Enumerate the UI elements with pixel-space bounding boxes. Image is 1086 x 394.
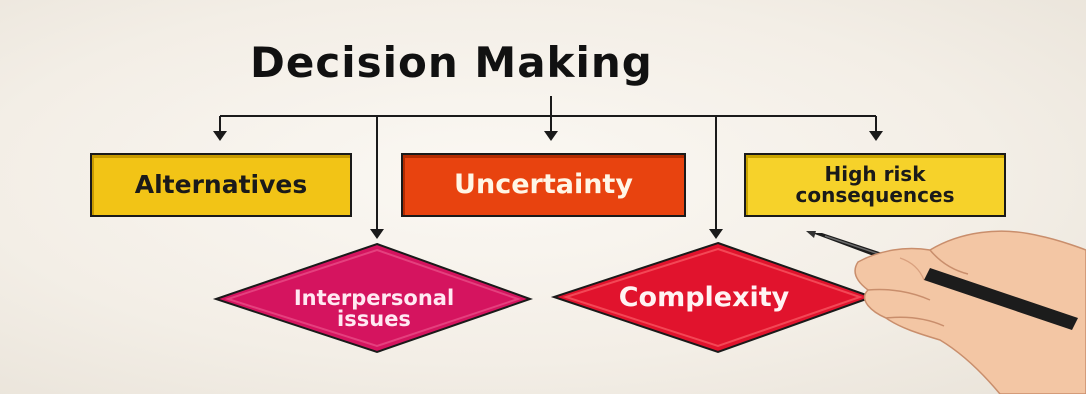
arrowhead-high-risk — [869, 131, 883, 141]
alternatives-label: Alternatives — [134, 169, 308, 199]
complexity-label: Complexity — [618, 282, 790, 313]
interpersonal-label: Interpersonal issues — [246, 288, 502, 330]
interpersonal-label-line2: issues — [337, 307, 411, 331]
arrowhead-alternatives — [213, 131, 227, 141]
arrowhead-interpersonal — [370, 229, 384, 239]
diagram-title: Decision Making — [250, 38, 653, 87]
hand-icon — [854, 230, 1086, 394]
complexity-diamond-highlight — [562, 247, 864, 348]
high-risk-box: High risk consequences — [744, 153, 1006, 217]
high-risk-label-line1: High risk — [824, 162, 926, 186]
uncertainty-box: Uncertainty — [401, 153, 686, 217]
complexity-diamond — [550, 241, 875, 354]
interpersonal-diamond-highlight — [224, 248, 522, 348]
uncertainty-label: Uncertainty — [454, 168, 633, 200]
alternatives-box: Alternatives — [90, 153, 352, 217]
interpersonal-label-line1: Interpersonal — [293, 286, 455, 310]
arrowhead-complexity — [709, 229, 723, 239]
interpersonal-diamond — [212, 242, 534, 354]
arrowhead-uncertainty — [544, 131, 558, 141]
high-risk-label-line2: consequences — [795, 183, 955, 207]
pen-overlay-icon — [924, 268, 1078, 330]
